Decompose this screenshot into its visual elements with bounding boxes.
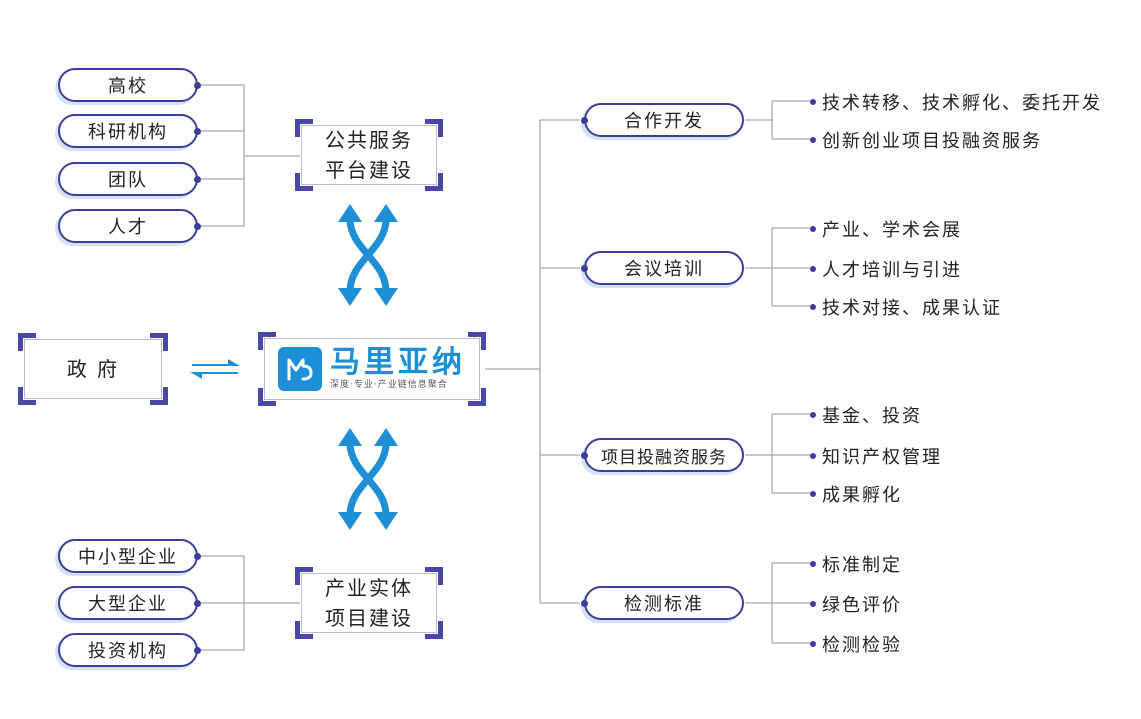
branch-item: 绿色评价 [810, 591, 902, 617]
branch-item: 人才培训与引进 [810, 256, 962, 282]
industry-box-line2: 项目建设 [325, 606, 413, 630]
bidirectional-exchange-arrow-icon [190, 359, 240, 379]
left-item-research-institutes: 科研机构 [58, 114, 201, 148]
left-item-teams: 团队 [58, 162, 201, 196]
twisted-double-arrow-icon [338, 204, 398, 306]
industry-box-line1: 产业实体 [325, 576, 413, 600]
brand-tagline: 深度·专业·产业链信息聚合 [330, 380, 448, 390]
platform-box: 公共服务 平台建设 [295, 119, 443, 191]
branch-item: 产业、学术会展 [810, 216, 962, 242]
government-label: 政 府 [66, 357, 120, 381]
branch-item: 技术对接、成果认证 [810, 294, 1002, 320]
platform-box-line1: 公共服务 [325, 128, 413, 152]
branch-item: 基金、投资 [810, 402, 922, 428]
platform-box-line2: 平台建设 [325, 158, 413, 182]
twisted-double-arrow-icon [338, 428, 398, 530]
industry-box: 产业实体 项目建设 [295, 567, 443, 639]
branch-item: 检测检验 [810, 631, 902, 657]
left-item-investment-institutions: 投资机构 [58, 633, 201, 667]
branch-project-investment-services: 项目投融资服务 [581, 438, 744, 472]
branch-item: 成果孵化 [810, 481, 902, 507]
government-box: 政 府 [18, 333, 168, 405]
branch-cooperative-development: 合作开发 [581, 103, 744, 137]
left-item-large-enterprises: 大型企业 [58, 586, 201, 620]
branch-testing-standards: 检测标准 [581, 586, 744, 620]
branch-item: 技术转移、技术孵化、委托开发 [810, 89, 1102, 115]
left-item-sme: 中小型企业 [58, 539, 201, 573]
branch-item: 知识产权管理 [810, 443, 942, 469]
left-item-talent: 人才 [58, 209, 201, 243]
left-item-universities: 高校 [58, 68, 201, 102]
branch-item: 标准制定 [810, 551, 902, 577]
branch-conference-training: 会议培训 [581, 251, 744, 285]
branch-item: 创新创业项目投融资服务 [810, 127, 1042, 153]
brand-name: 马里亚纳 [330, 345, 466, 380]
center-logo-box: 马里亚纳 深度·专业·产业链信息聚合 [258, 332, 486, 406]
mariana-m-logo-icon [278, 347, 322, 391]
